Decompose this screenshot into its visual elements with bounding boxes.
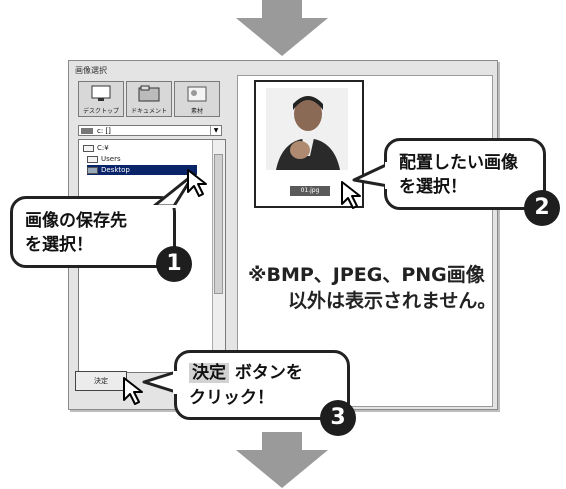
cursor-icon — [187, 169, 207, 197]
step1-badge: 1 — [156, 246, 192, 282]
callout-step1: 画像の保存先 を選択！ — [10, 196, 176, 268]
desktop-icon — [91, 85, 111, 101]
step3-badge: 3 — [320, 400, 356, 436]
callout-step3-line1-rest: ボタンを — [229, 363, 303, 383]
thumbnail-filename: 01.jpg — [290, 186, 330, 196]
tree-item-users[interactable]: Users — [87, 154, 121, 164]
callout-step3-pointer — [142, 370, 178, 394]
format-note: ※BMP、JPEG、PNG画像 以外は表示されません。 — [248, 262, 538, 314]
window-title: 画像選択 — [75, 66, 107, 75]
tree-item-label: Users — [101, 155, 121, 163]
documents-icon — [138, 85, 160, 102]
cursor-icon — [341, 181, 361, 209]
folder-open-icon — [87, 156, 98, 163]
materials-icon — [187, 86, 207, 102]
callout-step2-line1: 配置したい画像 — [399, 153, 518, 173]
decide-highlight: 決定 — [189, 363, 229, 383]
callout-step2-pointer — [352, 162, 390, 189]
toolbar-desktop-label: デスクトップ — [82, 108, 119, 115]
callout-step3: 決定 ボタンを クリック！ — [174, 350, 350, 420]
callout-step1-line2: を選択！ — [25, 235, 93, 255]
folder-icon — [83, 145, 94, 152]
format-note-line1: ※BMP、JPEG、PNG画像 — [248, 264, 485, 286]
format-note-line2: 以外は表示されません。 — [288, 290, 497, 312]
drive-select-value: c: [] — [97, 127, 111, 135]
toolbar-materials-label: 素材 — [190, 108, 203, 115]
decide-button[interactable]: 決定 — [75, 371, 127, 391]
chevron-down-icon[interactable]: ▼ — [210, 126, 221, 135]
callout-step1-pointer — [152, 172, 196, 208]
toolbar-desktop-button[interactable]: デスクトップ — [78, 81, 124, 117]
callout-step3-line2: クリック！ — [189, 388, 274, 408]
toolbar-documents-label: ドキュメント — [130, 108, 167, 115]
thumbnail-photo — [266, 88, 348, 170]
drive-select[interactable]: c: [] ▼ — [78, 125, 222, 136]
image-thumbnail[interactable]: 01.jpg — [254, 80, 364, 208]
drive-icon — [81, 128, 93, 134]
toolbar-documents-button[interactable]: ドキュメント — [126, 81, 172, 117]
cursor-icon — [123, 377, 143, 405]
callout-step3-line1: 決定 ボタンを — [189, 361, 347, 386]
step2-badge: 2 — [524, 190, 560, 226]
tree-scrollbar[interactable] — [212, 140, 225, 372]
folder-open-icon — [87, 167, 98, 174]
flow-arrow-down-bottom — [232, 432, 332, 488]
callout-step1-line1: 画像の保存先 — [25, 211, 127, 231]
callout-step2-line2: を選択！ — [399, 177, 467, 197]
toolbar-materials-button[interactable]: 素材 — [174, 81, 220, 117]
tree-item-label: C:¥ — [97, 144, 109, 152]
image-preview-pane: 01.jpg — [237, 75, 493, 407]
tree-item-label: Desktop — [101, 166, 130, 174]
tree-item-c-drive[interactable]: C:¥ — [83, 143, 109, 153]
flow-arrow-down-top — [232, 0, 332, 56]
tree-item-desktop[interactable]: Desktop — [87, 165, 197, 175]
scrollbar-thumb[interactable] — [214, 154, 223, 294]
callout-step2: 配置したい画像 を選択！ — [384, 138, 546, 210]
